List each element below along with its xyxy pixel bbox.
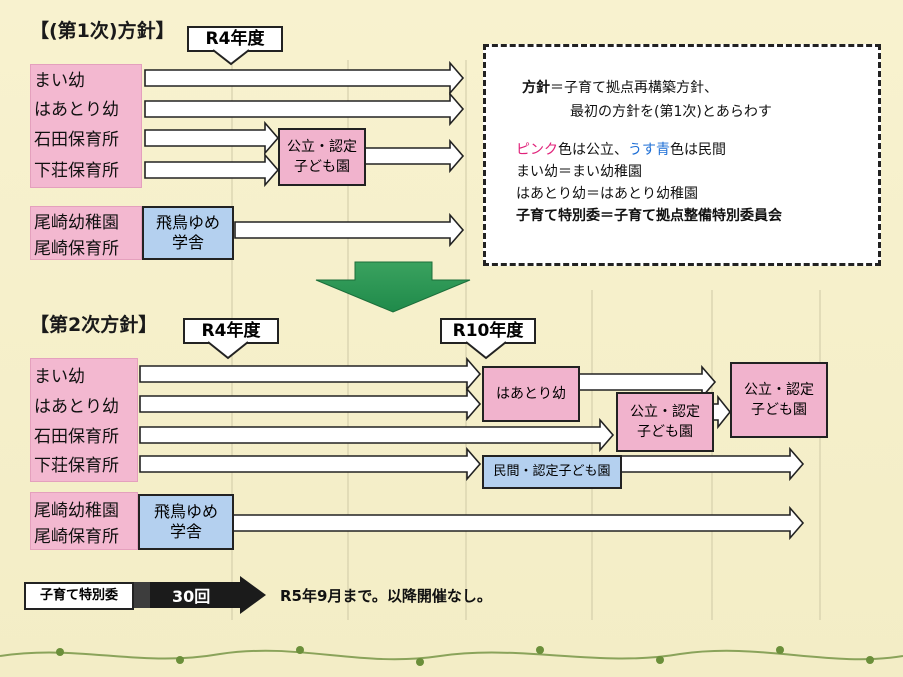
policy2-asuka-box: 飛鳥ゆめ 学舎 [138,494,234,550]
policy2-heartori-box: はあとり幼 [482,366,580,422]
decorative-dots [56,646,874,666]
arrow-p2-mid-to-final [711,394,732,430]
policy1-facility-ozaki-kinder: 尾崎幼稚園 [34,213,119,233]
arrow-p2-ishida [139,417,615,453]
arrow-p2-heart-to-mid [577,364,717,400]
arrow-p1-shimosho [144,152,280,188]
policy2-facility-shimosho: 下荘保育所 [34,456,119,476]
legend-box: 方針＝子育て拠点再構築方針、 最初の方針を(第1次)とあらわす ピンク色は公立、… [483,44,881,266]
arrow-p2-asuka [231,505,805,541]
policy1-facility-heartori: はあとり幼 [34,100,119,120]
policy1-year-label: R4年度 [187,26,283,52]
policy2-mid-merged-box: 公立・認定 子ども園 [616,392,714,452]
policy2-facility-heartori: はあとり幼 [34,397,119,417]
decorative-border [0,649,903,661]
policy2-final-merged-box: 公立・認定 子ども園 [730,362,828,438]
legend-line6: 子育て特別委＝子育て拠点整備特別委員会 [516,208,782,224]
policy1-facility-ozaki-nursery: 尾崎保育所 [34,239,119,259]
policy2-year-label-b: R10年度 [440,318,536,344]
committee-count: 30回 [172,587,211,606]
committee-label: 子育て特別委 [24,582,134,610]
legend-line5: はあとり幼＝はあとり幼稚園 [516,186,698,202]
policy2-private-box: 民間・認定子ども園 [482,455,622,489]
committee-bar [130,576,266,614]
legend-line1: 方針＝子育て拠点再構築方針、 [522,80,718,96]
arrow-p2-private [619,446,805,482]
policy2-facility-maiyo: まい幼 [34,367,85,387]
arrow-p1-asuka [234,212,465,248]
arrow-p2-maiyo [139,356,482,392]
policy2-year-label-a: R4年度 [183,318,279,344]
legend-line3: ピンク色は公立、うす青色は民間 [516,142,726,158]
arrow-p1-merged [364,138,465,174]
policy2-heading: 【第2次方針】 [30,314,158,336]
policy2-public-facilities-bg [30,358,138,482]
policy1-facility-ishida: 石田保育所 [34,130,119,150]
arrow-p2-heartori [139,386,482,422]
policy1-asuka-box: 飛鳥ゆめ 学舎 [142,206,234,260]
committee-note: R5年9月まで。以降開催なし。 [280,587,492,605]
policy1-merged-box: 公立・認定 子ども園 [278,128,366,186]
policy1-ozaki-bg [30,206,142,260]
policy2-facility-ishida: 石田保育所 [34,427,119,447]
arrow-p1-heartori [144,91,465,127]
policy1-facility-maiyo: まい幼 [34,71,85,91]
arrow-p1-ishida [144,120,280,156]
policy1-facility-shimosho: 下荘保育所 [34,161,119,181]
policy1-heading: 【(第1次)方針】 [30,20,175,42]
legend-line2: 最初の方針を(第1次)とあらわす [570,104,772,120]
legend-line4: まい幼＝まい幼稚園 [516,164,642,180]
policy1-public-facilities-bg [30,64,142,188]
down-arrow [315,261,471,313]
policy2-facility-ozaki-nursery: 尾崎保育所 [34,527,119,547]
policy2-ozaki-bg [30,492,138,550]
arrow-p2-shimosho [139,446,482,482]
policy2-facility-ozaki-kinder: 尾崎幼稚園 [34,501,119,521]
arrow-p1-maiyo [144,60,465,96]
